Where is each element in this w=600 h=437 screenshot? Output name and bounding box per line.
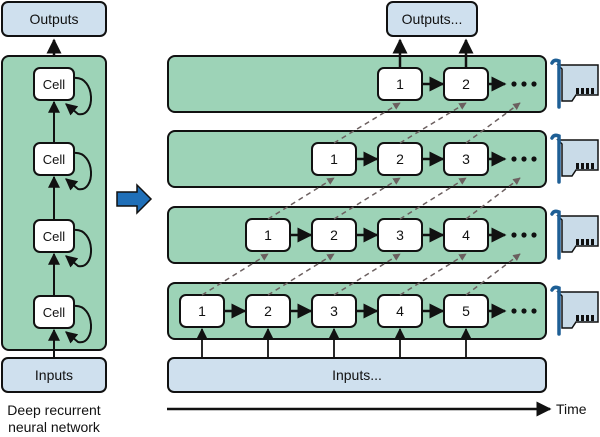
time-step-label: 1 [396,76,404,92]
dashed-link-arrow [333,102,401,144]
right-arrow-icon [116,183,153,215]
cell-box [33,295,75,329]
time-step-label: 2 [462,76,470,92]
cell-box [33,67,75,101]
recurrent-loop-arrow [65,151,92,191]
right-outputs-box [386,1,478,37]
right-inputs-label: Inputs... [332,367,382,383]
ellipsis [511,156,537,162]
gpu-card-icon [550,133,599,184]
time-step-label: 1 [330,151,338,167]
rnn-layer-1: 1 2 3 4 5 [167,282,547,340]
cell-label: Cell [43,152,66,167]
gpu-card-icon [550,285,599,336]
recurrent-loop-arrow [65,76,92,116]
dashed-link-arrow [465,102,521,144]
ellipsis [511,308,537,314]
time-label: Time [556,401,587,417]
caption-line-1: Deep recurrent [7,402,100,418]
dashed-link-arrow [267,253,335,296]
dashed-link-arrow [201,253,269,296]
dashed-link-arrow [333,253,401,296]
dashed-link-arrow [399,253,467,296]
caption-line-2: neural network [8,419,101,435]
dashed-link-arrow [399,177,467,220]
time-step-label: 1 [198,303,206,319]
left-inputs-label: Inputs [35,367,73,383]
gpu-card-icon [550,58,599,109]
cell-box [33,142,75,176]
cell-label: Cell [43,305,66,320]
gpu-card-icon [550,209,599,260]
time-step-label: 4 [462,227,470,243]
recurrent-loop-arrow [65,304,92,344]
left-cell: Cell [33,142,92,220]
right-outputs-label: Outputs... [402,11,463,27]
rnn-layer-3: 1 2 3 [167,130,547,188]
cell-label: Cell [43,229,66,244]
dashed-link-arrow [465,253,521,296]
time-step-label: 3 [462,151,470,167]
dashed-link-arrow [267,177,335,220]
time-step-label: 5 [462,303,470,319]
time-step-label: 2 [330,227,338,243]
left-cell: Cell [33,67,92,143]
dashed-link-arrow [465,177,521,220]
left-outputs-box [1,1,107,37]
left-outputs-label: Outputs [29,11,78,27]
ellipsis [511,81,537,87]
time-step-label: 1 [264,227,272,243]
time-step-label: 4 [396,303,404,319]
cell-label: Cell [43,77,66,92]
left-inputs-box [1,357,107,393]
cell-box [33,219,75,253]
left-cell: Cell [33,295,92,358]
dashed-link-arrow [399,102,467,144]
time-step-label: 3 [330,303,338,319]
right-inputs-box [167,357,547,393]
time-step-label: 2 [264,303,272,319]
rnn-layer-2: 1 2 3 4 [167,206,547,264]
left-cell: Cell [33,219,92,296]
time-step-label: 2 [396,151,404,167]
time-step-label: 3 [396,227,404,243]
dashed-link-arrow [333,177,401,220]
ellipsis [511,232,537,238]
recurrent-loop-arrow [65,228,92,268]
